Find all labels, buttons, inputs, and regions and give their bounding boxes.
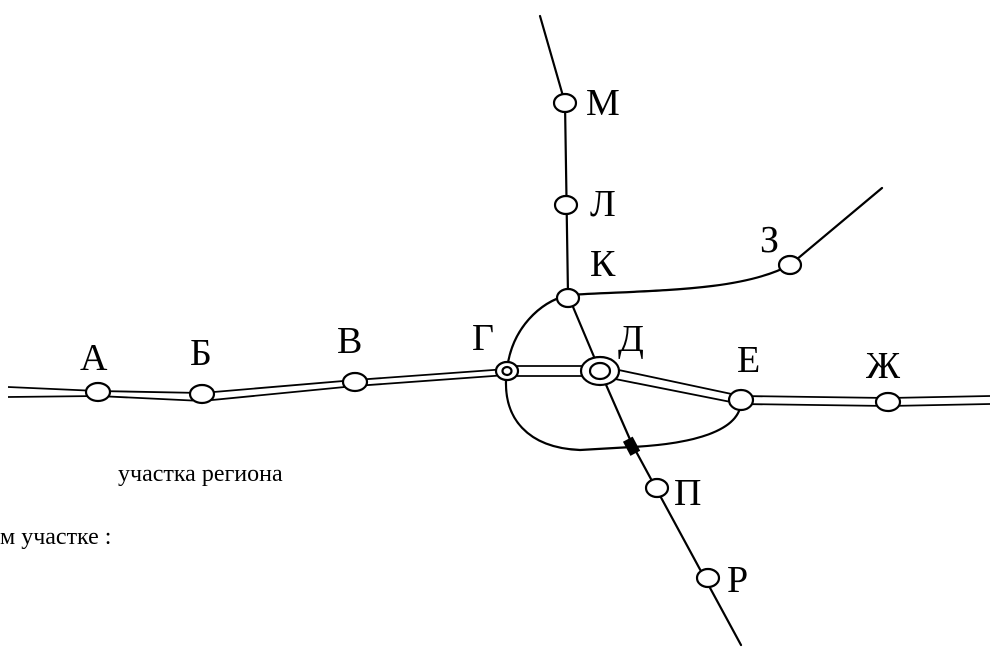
label-station-zh: Ж <box>866 345 901 387</box>
block-post-marker <box>622 436 641 456</box>
station-z-node <box>777 254 803 276</box>
station-m-node <box>552 92 578 114</box>
station-p-node <box>644 477 670 499</box>
station-zh-node <box>874 391 902 413</box>
label-station-k: К <box>590 243 616 285</box>
track-bypass-loop <box>504 367 743 452</box>
label-station-p: П <box>674 472 701 514</box>
double-track-d-e <box>599 365 742 397</box>
track-north <box>538 14 570 297</box>
station-e-node <box>727 388 755 412</box>
track-k-g-connector <box>505 293 570 371</box>
label-station-l: Л <box>590 183 616 225</box>
station-a-node <box>84 381 112 403</box>
station-v-node <box>341 371 369 393</box>
label-station-g: Г <box>472 317 494 359</box>
track-diagonal-south <box>566 293 743 647</box>
label-station-v: В <box>337 320 362 362</box>
station-k-node <box>555 287 581 309</box>
label-station-e: Е <box>737 339 760 381</box>
label-station-d: Д <box>618 318 644 360</box>
station-l-node <box>553 194 579 216</box>
label-station-r: Р <box>727 559 748 601</box>
caption-line-1: участка региона <box>118 461 283 487</box>
label-station-z: З <box>760 219 779 261</box>
double-track-east <box>740 395 991 399</box>
label-station-m: М <box>586 82 620 124</box>
label-station-a: А <box>80 337 108 379</box>
station-b-node <box>188 383 216 405</box>
track-k-z <box>566 186 884 297</box>
station-r-node <box>695 567 721 589</box>
caption-line-2: м участке : <box>0 524 112 550</box>
label-station-b: Б <box>190 332 212 374</box>
